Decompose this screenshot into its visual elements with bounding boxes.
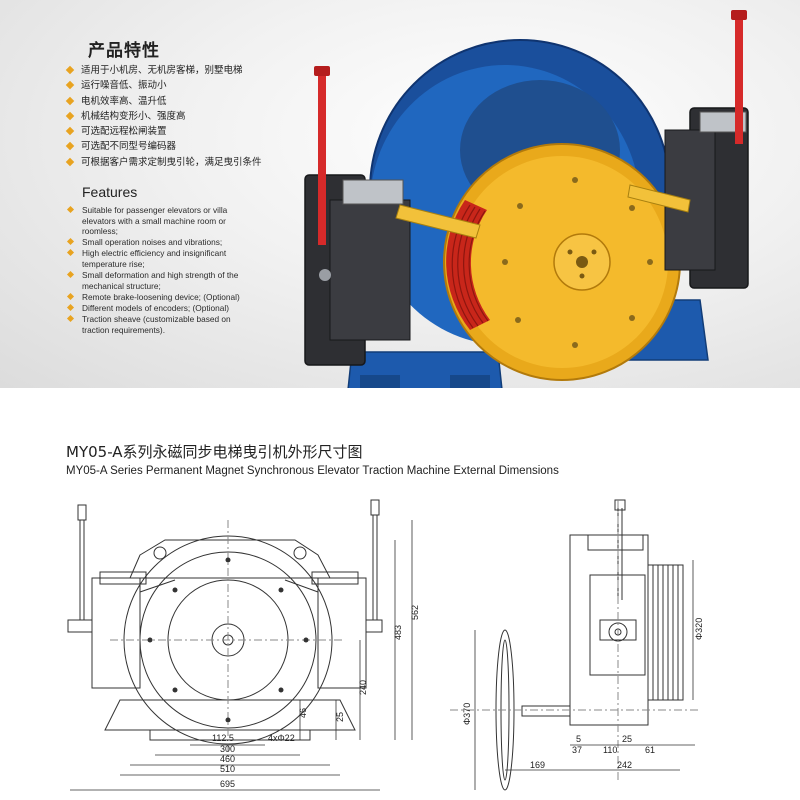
- dim-46: 46: [298, 708, 308, 718]
- dim-holes: 4xΦ22: [268, 733, 295, 743]
- dim-240: 240: [358, 680, 368, 695]
- bullet-icon: [66, 249, 75, 257]
- bullet-icon: [66, 271, 75, 279]
- dim-562: 562: [410, 605, 420, 620]
- bullet-icon: [65, 142, 75, 151]
- list-item: Small operation noises and vibrations;: [62, 237, 292, 248]
- list-item: Remote brake-loosening device; (Optional…: [62, 292, 292, 303]
- features-cn-title: 产品特性: [88, 41, 160, 61]
- drawing-title-cn: MY05-A系列永磁同步电梯曳引机外形尺寸图: [66, 443, 363, 461]
- bullet-icon: [65, 126, 75, 136]
- bullet-icon: [65, 157, 75, 167]
- features-cn-list: 适用于小机房、无机房客梯，别墅电梯 运行噪音低、振动小 电机效率高、温升低 机械…: [64, 63, 262, 170]
- list-item: 机械结构变形小、强度高: [64, 109, 262, 124]
- dim-242: 242: [617, 760, 632, 770]
- list-item: 适用于小机房、无机房客梯，别墅电梯: [64, 63, 262, 78]
- dim-25-side: 25: [622, 734, 632, 744]
- list-item: 可根据客户需求定制曳引轮，满足曳引条件: [64, 155, 262, 170]
- dim-110: 110: [603, 745, 617, 755]
- dim-d320: Φ320: [694, 618, 704, 640]
- bullet-icon: [66, 314, 75, 322]
- list-item: Different models of encoders; (Optional): [62, 303, 292, 314]
- bullet-icon: [65, 81, 75, 90]
- dim-5: 5: [576, 734, 581, 744]
- dim-169: 169: [530, 760, 545, 770]
- dim-37: 37: [572, 745, 582, 755]
- dim-460: 460: [220, 754, 235, 764]
- dim-300: 300: [220, 744, 235, 754]
- list-item: Small deformation and high strength of t…: [62, 270, 292, 291]
- features-en-title: Features: [82, 184, 138, 200]
- bullet-icon: [66, 205, 75, 214]
- product-hero: 产品特性 适用于小机房、无机房客梯，别墅电梯 运行噪音低、振动小 电机效率高、温…: [0, 0, 800, 388]
- dim-695: 695: [220, 779, 235, 789]
- drawing-title-en: MY05-A Series Permanent Magnet Synchrono…: [66, 465, 559, 477]
- bullet-icon: [65, 111, 75, 121]
- bullet-icon: [66, 303, 75, 311]
- dim-d370: Φ370: [462, 703, 472, 725]
- traction-machine-illustration: [304, 10, 749, 388]
- dim-61: 61: [645, 745, 655, 755]
- list-item: 电机效率高、温升低: [64, 94, 262, 109]
- list-item: 运行噪音低、振动小: [64, 78, 262, 93]
- bullet-icon: [65, 65, 75, 75]
- bullet-icon: [66, 292, 75, 300]
- list-item: 可选配远程松闸装置: [64, 124, 262, 139]
- dim-510: 510: [220, 764, 235, 774]
- list-item: Suitable for passenger elevators or vill…: [62, 205, 292, 237]
- dim-112: 112.5: [212, 733, 234, 743]
- list-item: High electric efficiency and insignifica…: [62, 248, 292, 269]
- list-item: 可选配不同型号编码器: [64, 139, 262, 154]
- bullet-icon: [66, 238, 75, 246]
- dim-483: 483: [393, 625, 403, 640]
- features-en-list: Suitable for passenger elevators or vill…: [62, 205, 292, 336]
- dim-25: 25: [335, 712, 345, 722]
- list-item: Traction sheave (customizable based on t…: [62, 314, 292, 335]
- bullet-icon: [65, 96, 75, 105]
